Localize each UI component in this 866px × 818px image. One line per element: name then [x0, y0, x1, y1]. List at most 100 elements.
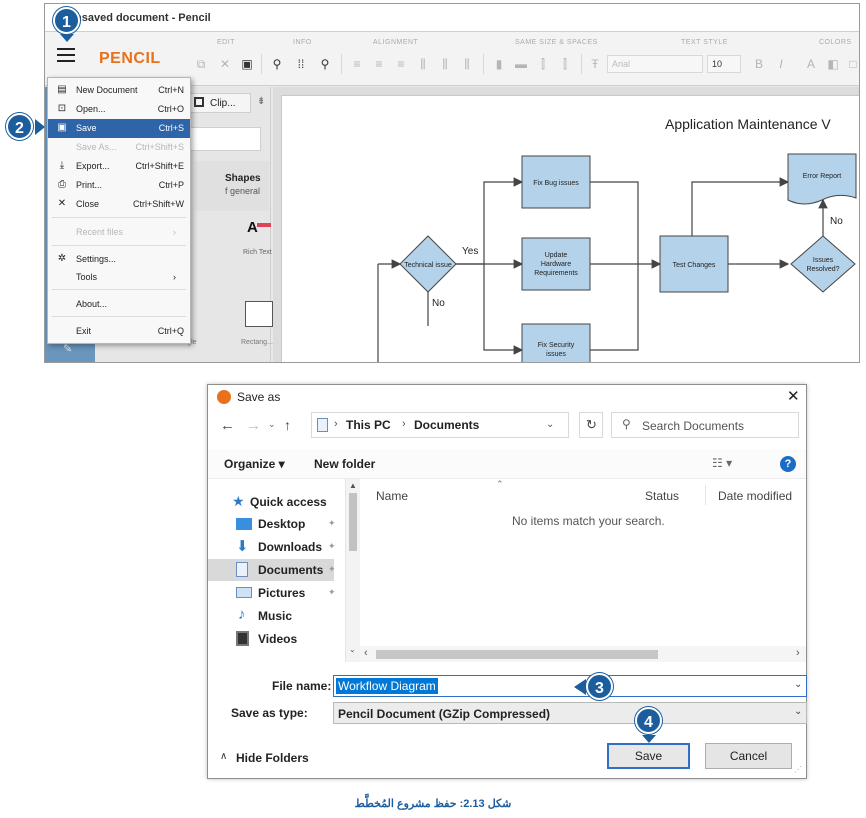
chevron-down-icon[interactable]: ⌄ — [794, 679, 803, 690]
hamburger-menu-icon[interactable] — [57, 48, 75, 62]
shape-rich-text[interactable]: A Rich Text — [243, 217, 273, 262]
savetype-select[interactable]: Pencil Document (GZip Compressed) ⌄ — [333, 702, 807, 724]
same-width-icon[interactable]: ▮ — [495, 57, 503, 71]
breadcrumb-this-pc[interactable]: This PC — [346, 418, 391, 432]
save-as-dialog: Save as ✕ ← → ⌄ ↑ › This PC › Documents … — [207, 384, 807, 779]
nav-desktop[interactable]: Desktop ✦ — [208, 513, 336, 535]
fit-icon[interactable]: ⁞⁞ — [297, 57, 305, 71]
recent-locations-icon[interactable]: ⌄ — [268, 419, 276, 429]
menu-item-print[interactable]: ⎙ Print... Ctrl+P — [48, 176, 190, 195]
text-color-icon[interactable]: A — [806, 57, 815, 71]
refresh-button[interactable]: ↻ — [579, 412, 603, 438]
italic-icon[interactable]: I — [779, 57, 783, 71]
help-icon[interactable]: ? — [780, 456, 796, 472]
h-scroll-thumb[interactable] — [376, 650, 658, 659]
shape-search-input[interactable] — [189, 127, 261, 151]
font-family-select[interactable]: Arial — [607, 55, 703, 73]
scroll-up-icon[interactable]: ▲ — [349, 481, 357, 490]
font-size-field[interactable]: 10 — [707, 55, 741, 73]
nav-scroll-thumb[interactable] — [349, 493, 357, 551]
node-fix-security[interactable] — [521, 323, 591, 363]
search-documents-input[interactable]: ⚲ Search Documents — [611, 412, 799, 438]
address-bar[interactable]: › This PC › Documents ⌄ — [311, 412, 569, 438]
node-test-changes[interactable] — [659, 235, 729, 293]
cut-icon[interactable]: ✕ — [219, 57, 231, 71]
column-header-name[interactable]: Name — [376, 489, 409, 503]
menu-item-settings[interactable]: ✲ Settings... — [48, 250, 190, 269]
pin-icon[interactable]: ⇟ — [257, 96, 266, 107]
zoom-out-icon[interactable]: ⚲ — [320, 57, 330, 71]
nav-quick-access[interactable]: ★ Quick access — [208, 491, 334, 513]
video-film-icon — [236, 631, 249, 646]
scroll-down-icon[interactable]: ⌄ — [349, 645, 356, 654]
node-update-hardware-line1: Update — [545, 252, 568, 259]
filename-input[interactable]: Workflow Diagram ⌄ — [333, 675, 807, 697]
bold-icon[interactable]: B — [754, 57, 763, 71]
menu-item-open[interactable]: ⊡ Open... Ctrl+O — [48, 100, 190, 119]
node-issues-resolved[interactable] — [790, 235, 856, 293]
align-left-icon[interactable]: ≡ — [353, 57, 361, 71]
forward-arrow-icon[interactable]: → — [246, 417, 261, 434]
breadcrumb-documents[interactable]: Documents — [414, 418, 480, 432]
same-height-icon[interactable]: ▬ — [515, 57, 527, 71]
chevron-up-icon[interactable]: ∧ — [220, 751, 228, 762]
text-format-icon[interactable]: Ŧ — [591, 57, 599, 71]
hide-folders-button[interactable]: Hide Folders — [236, 751, 309, 765]
menu-label: Close — [76, 199, 100, 209]
close-icon[interactable]: ✕ — [787, 388, 800, 405]
nav-videos[interactable]: Videos — [208, 628, 334, 650]
space-h-icon[interactable]: ⫿ — [541, 57, 545, 71]
shape-rectangle[interactable] — [245, 301, 273, 327]
menu-item-export[interactable]: ⤓ Export... Ctrl+Shift+E — [48, 157, 190, 176]
copy-icon[interactable]: ⧉ — [196, 57, 206, 71]
tab-clipart[interactable]: Clip... — [189, 93, 251, 113]
menu-item-tools[interactable]: Tools › — [48, 268, 190, 287]
nav-scrollbar[interactable]: ▲ ⌄ — [346, 479, 360, 662]
align-middle-icon[interactable]: ⫼ — [442, 57, 448, 71]
align-right-icon[interactable]: ≡ — [397, 57, 405, 71]
node-error-report[interactable] — [787, 153, 857, 205]
node-issues-resolved-line1: Issues — [813, 257, 834, 264]
scroll-right-icon[interactable]: › — [796, 647, 800, 659]
horizontal-scrollbar[interactable]: ‹ › — [360, 646, 806, 662]
organize-button[interactable]: Organize ▾ — [224, 457, 285, 471]
chevron-down-icon[interactable]: ⌄ — [794, 706, 803, 717]
menu-item-save[interactable]: ▣ Save Ctrl+S — [48, 119, 190, 138]
paste-icon[interactable]: ▣ — [241, 57, 253, 71]
new-folder-button[interactable]: New folder — [314, 457, 376, 471]
column-header-status[interactable]: Status — [645, 489, 680, 503]
align-top-icon[interactable]: ⫼ — [420, 57, 426, 71]
space-v-icon[interactable]: ⫿ — [563, 57, 567, 71]
drawing-page[interactable]: Application Maintenance V Technical issu… — [281, 95, 859, 363]
cancel-button[interactable]: Cancel — [705, 743, 792, 769]
menu-item-about[interactable]: About... — [48, 295, 190, 314]
zoom-in-icon[interactable]: ⚲ — [272, 57, 282, 71]
node-technical-issue[interactable] — [399, 235, 457, 293]
resize-grip-icon[interactable]: ⋰ — [794, 765, 802, 774]
fill-color-icon[interactable]: ◧ — [827, 57, 839, 71]
column-header-date-modified[interactable]: Date modified — [718, 489, 793, 503]
menu-item-new-document[interactable]: ▤ New Document Ctrl+N — [48, 81, 190, 100]
align-center-icon[interactable]: ≡ — [375, 57, 383, 71]
align-bottom-icon[interactable]: ⫼ — [464, 57, 470, 71]
save-button[interactable]: Save — [607, 743, 690, 769]
nav-downloads[interactable]: ⬇ Downloads ✦ — [208, 536, 336, 558]
clipart-icon — [194, 97, 204, 107]
menu-item-recent-files[interactable]: Recent files › — [48, 223, 190, 242]
node-update-hardware[interactable] — [521, 237, 591, 291]
stroke-color-icon[interactable]: □ — [849, 57, 857, 71]
view-options-icon[interactable]: ☷ ▾ — [712, 456, 733, 470]
node-fix-bug[interactable] — [521, 155, 591, 209]
menu-item-save-as[interactable]: Save As... Ctrl+Shift+S — [48, 138, 190, 157]
up-arrow-icon[interactable]: ↑ — [284, 417, 291, 433]
menu-item-exit[interactable]: Exit Ctrl+Q — [48, 322, 190, 341]
shape-rectangle-label: Rectang... — [241, 339, 273, 346]
nav-documents[interactable]: Documents ✦ — [208, 559, 336, 581]
nav-music[interactable]: ♪ Music — [208, 605, 334, 627]
back-arrow-icon[interactable]: ← — [220, 417, 235, 434]
scroll-left-icon[interactable]: ‹ — [364, 647, 368, 659]
menu-item-close[interactable]: ✕ Close Ctrl+Shift+W — [48, 195, 190, 214]
nav-pictures[interactable]: Pictures ✦ — [208, 582, 336, 604]
chevron-down-icon[interactable]: ⌄ — [546, 419, 555, 430]
pen-tool-icon[interactable]: ✎ — [63, 343, 73, 355]
